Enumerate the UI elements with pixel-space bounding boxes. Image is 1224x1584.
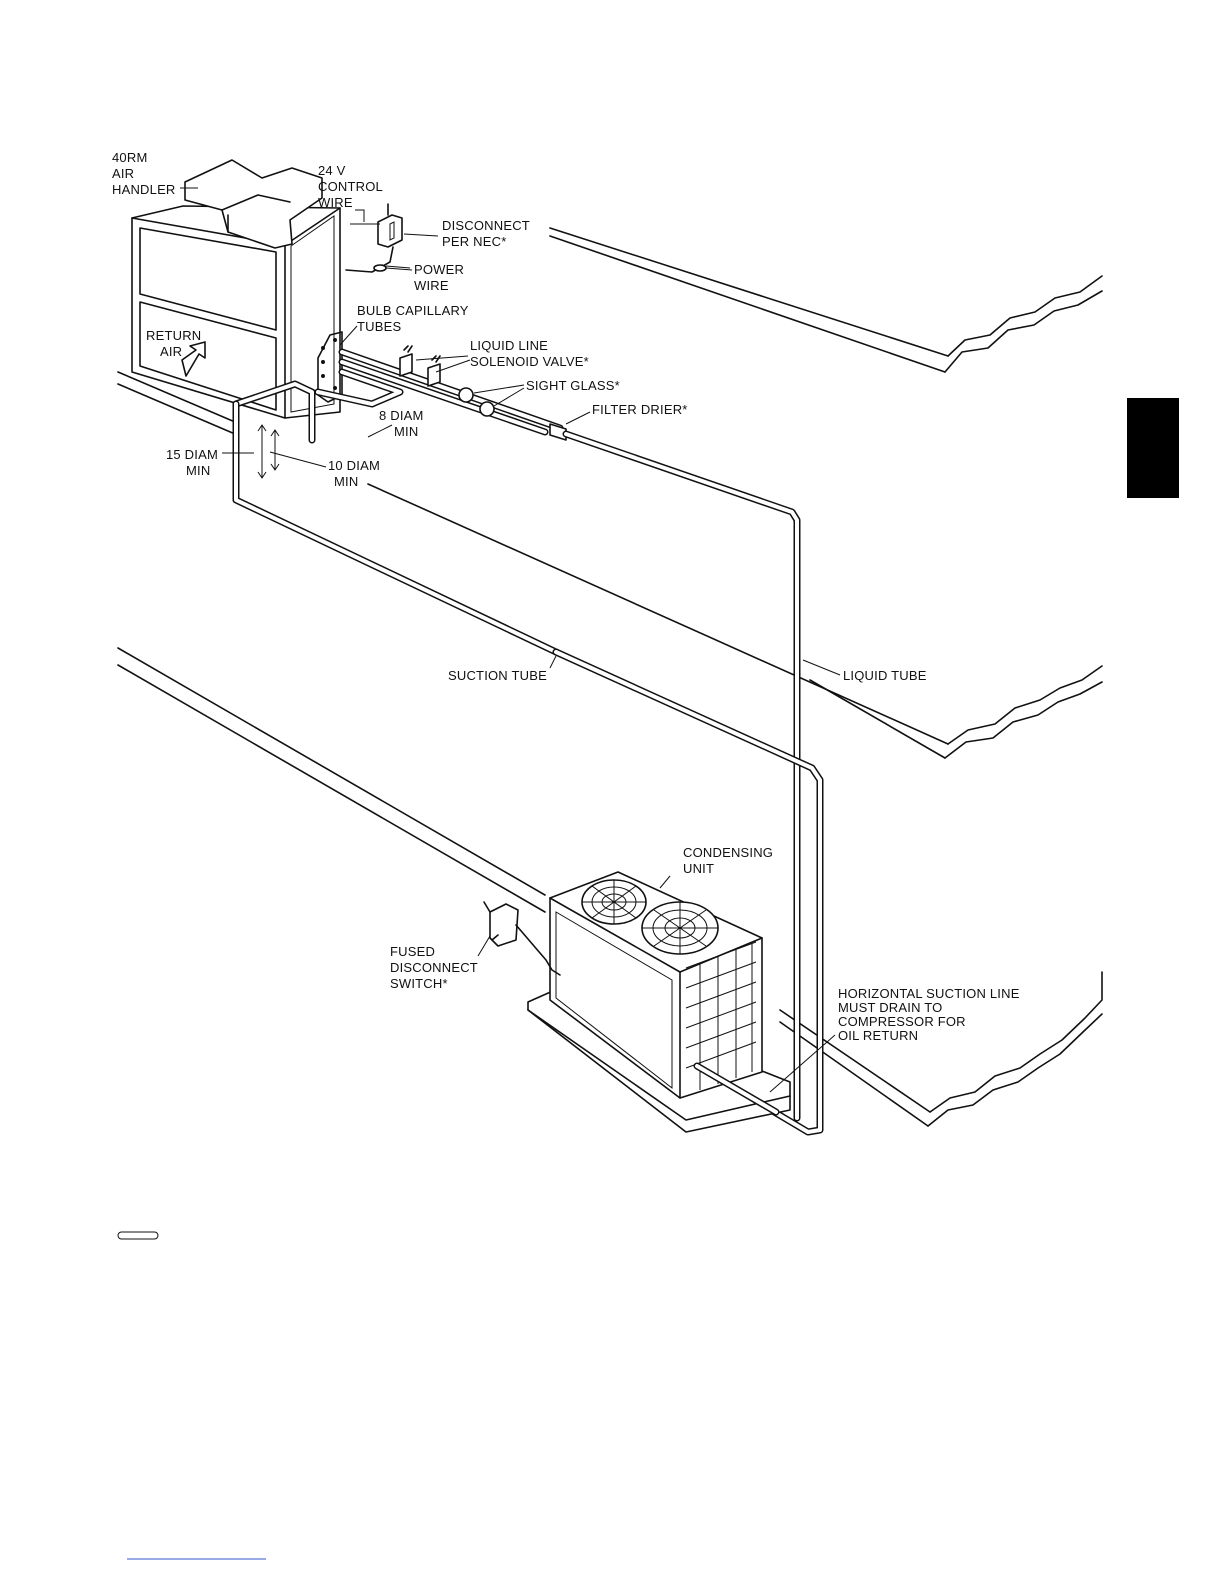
air-handler: [131, 159, 341, 419]
disconnect-box: [345, 203, 411, 273]
label-control-wire: 24 V CONTROL WIRE: [318, 163, 383, 210]
svg-text:DISCONNECT: DISCONNECT: [390, 960, 478, 975]
svg-text:AIR: AIR: [160, 344, 182, 359]
svg-text:PER NEC*: PER NEC*: [442, 234, 506, 249]
svg-text:MIN: MIN: [186, 463, 210, 478]
label-suction-tube: SUCTION TUBE: [448, 668, 547, 683]
dimension-arrows: [257, 424, 280, 479]
label-filter-drier: FILTER DRIER*: [592, 402, 688, 417]
fused-disconnect-switch: [483, 901, 561, 976]
liquid-line-near-handler: [232, 348, 564, 656]
svg-text:10 DIAM: 10 DIAM: [328, 458, 380, 473]
sight-glass-1: [458, 387, 474, 403]
liquid-tube: [562, 430, 801, 1122]
middle-wall-plane: [367, 483, 1103, 759]
svg-text:DISCONNECT: DISCONNECT: [442, 218, 530, 233]
svg-text:BULB CAPILLARY: BULB CAPILLARY: [357, 303, 469, 318]
pipe-legend-glyph: [117, 1231, 159, 1240]
label-return-air: RETURN AIR: [146, 328, 201, 359]
label-liquid-line-valve: LIQUID LINE SOLENOID VALVE*: [470, 338, 589, 369]
svg-text:COMPRESSOR FOR: COMPRESSOR FOR: [838, 1014, 966, 1029]
svg-text:WIRE: WIRE: [414, 278, 449, 293]
label-eight-diam: 8 DIAM MIN: [379, 408, 424, 439]
condensing-unit: [527, 871, 791, 1133]
leader-lines: [180, 187, 841, 1093]
label-air-handler: 40RM AIR HANDLER: [112, 150, 176, 197]
solenoid-valves: [399, 345, 441, 387]
svg-text:OIL RETURN: OIL RETURN: [838, 1028, 918, 1043]
label-fused-disconnect: FUSED DISCONNECT SWITCH*: [390, 944, 478, 991]
label-liquid-tube: LIQUID TUBE: [843, 668, 927, 683]
label-power-wire: POWER WIRE: [414, 262, 464, 293]
label-ten-diam: 10 DIAM MIN: [328, 458, 380, 489]
svg-text:HANDLER: HANDLER: [112, 182, 176, 197]
svg-text:HORIZONTAL SUCTION LINE: HORIZONTAL SUCTION LINE: [838, 986, 1020, 1001]
sight-glass-2: [479, 401, 495, 417]
svg-text:TUBES: TUBES: [357, 319, 401, 334]
svg-text:24 V: 24 V: [318, 163, 346, 178]
svg-text:SWITCH*: SWITCH*: [390, 976, 448, 991]
label-sight-glass: SIGHT GLASS*: [526, 378, 620, 393]
section-tab: [1127, 398, 1179, 498]
svg-text:MUST DRAIN TO: MUST DRAIN TO: [838, 1000, 942, 1015]
svg-text:UNIT: UNIT: [683, 861, 714, 876]
svg-text:LIQUID LINE: LIQUID LINE: [470, 338, 548, 353]
svg-text:15 DIAM: 15 DIAM: [166, 447, 218, 462]
svg-text:MIN: MIN: [394, 424, 418, 439]
svg-text:40RM: 40RM: [112, 150, 147, 165]
filter-drier: [549, 423, 567, 441]
lower-wall-plane: [117, 647, 1103, 1127]
label-condensing-unit: CONDENSING UNIT: [683, 845, 773, 876]
svg-text:SOLENOID VALVE*: SOLENOID VALVE*: [470, 354, 589, 369]
svg-text:WIRE: WIRE: [318, 195, 353, 210]
svg-text:POWER: POWER: [414, 262, 464, 277]
label-fifteen-diam: 15 DIAM MIN: [166, 447, 218, 478]
svg-text:FUSED: FUSED: [390, 944, 435, 959]
label-disconnect: DISCONNECT PER NEC*: [442, 218, 530, 249]
svg-text:RETURN: RETURN: [146, 328, 201, 343]
svg-text:8 DIAM: 8 DIAM: [379, 408, 424, 423]
label-horizontal-suction: HORIZONTAL SUCTION LINE MUST DRAIN TO CO…: [838, 986, 1020, 1043]
suction-tube: [552, 648, 824, 1136]
floor-edge: [117, 371, 236, 435]
svg-text:CONDENSING: CONDENSING: [683, 845, 773, 860]
upper-wall-plane: [549, 227, 1103, 373]
svg-text:CONTROL: CONTROL: [318, 179, 383, 194]
svg-text:AIR: AIR: [112, 166, 134, 181]
label-bulb-capillary: BULB CAPILLARY TUBES: [357, 303, 469, 334]
svg-text:MIN: MIN: [334, 474, 358, 489]
